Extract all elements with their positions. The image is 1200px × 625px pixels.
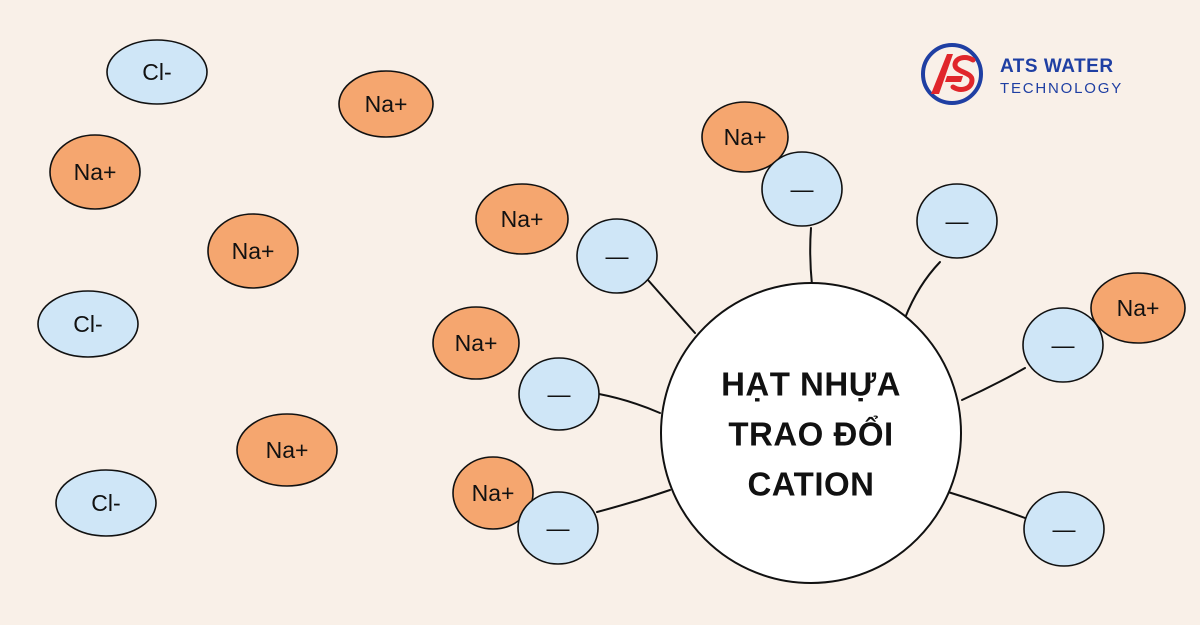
logo-text-line1: ATS WATER — [1000, 56, 1114, 77]
free-ion-anion: Cl- — [55, 469, 157, 537]
resin-bead-label-line: TRAO ĐỔI — [728, 416, 893, 453]
exchange-site: — — [1023, 491, 1105, 567]
ion-label: Cl- — [73, 311, 102, 337]
free-ion-cation: Na+ — [338, 70, 434, 138]
exchange-site: — — [576, 218, 658, 294]
charge-label: — — [606, 243, 629, 269]
charge-label: — — [548, 381, 571, 407]
connector-line — [961, 367, 1026, 401]
ion-label: Na+ — [266, 437, 309, 463]
bound-ion-label: Na+ — [1117, 295, 1160, 321]
resin-bead-label-line: CATION — [747, 466, 874, 503]
charge-label: — — [946, 208, 969, 234]
ats-logo-mark-icon — [921, 43, 983, 105]
exchange-site: — — [916, 183, 998, 259]
free-ion-anion: Cl- — [106, 39, 208, 105]
free-ion-anion: Cl- — [37, 290, 139, 358]
ion-label: Cl- — [91, 490, 120, 516]
free-ion-cation: Na+ — [49, 134, 141, 210]
ion-label: Na+ — [232, 238, 275, 264]
ion-label: Na+ — [455, 330, 498, 356]
connector-line — [809, 227, 813, 286]
connector-line — [947, 491, 1026, 519]
bound-ion-label: Na+ — [724, 124, 767, 150]
exchange-site: — Na+ — [1022, 272, 1186, 383]
ion-label: Na+ — [501, 206, 544, 232]
loose-cation: Na+ — [432, 306, 520, 380]
brand-logo[interactable]: ATS WATER TECHNOLOGY — [920, 42, 1150, 112]
charge-label: — — [1052, 332, 1075, 358]
resin-bead-label-line: HẠT NHỰA — [721, 366, 901, 403]
connector-line — [598, 393, 661, 414]
ion-label: Na+ — [74, 159, 117, 185]
charge-label: — — [1053, 516, 1076, 542]
bound-ion-label: Na+ — [472, 480, 515, 506]
loose-cations: Na+ Na+ — [432, 183, 569, 380]
exchange-sites: Na+ — — — Na+ Na+ — — — [452, 101, 1186, 567]
exchange-site: — — [518, 357, 600, 431]
connector-line — [904, 261, 941, 319]
loose-cation: Na+ — [475, 183, 569, 255]
exchange-site: Na+ — — [452, 456, 599, 565]
free-ion-cation: Na+ — [236, 413, 338, 487]
connector-line — [647, 279, 696, 334]
ion-label: Na+ — [365, 91, 408, 117]
charge-label: — — [547, 515, 570, 541]
resin-bead: HẠT NHỰA TRAO ĐỔI CATION — [660, 282, 962, 584]
free-ions: Cl- Na+ Na+ Na+ Cl- Na+ Cl- — [37, 39, 434, 537]
logo-text-line2: TECHNOLOGY — [1000, 80, 1124, 97]
connector-line — [596, 489, 671, 513]
charge-label: — — [791, 176, 814, 202]
free-ion-cation: Na+ — [207, 213, 299, 289]
ion-label: Cl- — [142, 59, 171, 85]
connectors — [596, 227, 1026, 519]
exchange-site: Na+ — — [701, 101, 843, 227]
